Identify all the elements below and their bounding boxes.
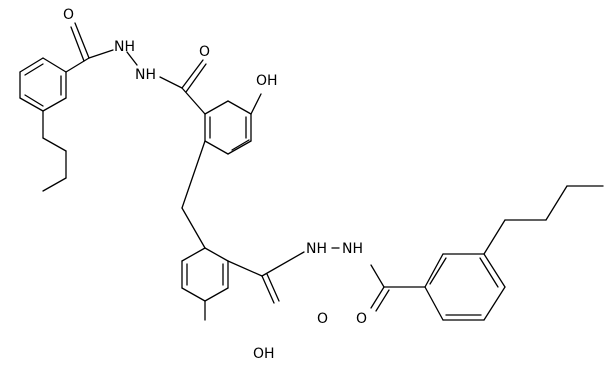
hydroxy-ring-upper — [204, 93, 262, 155]
oxygen-label-lower-right: O — [356, 311, 367, 327]
hydroxyl-label-upper: OH — [256, 73, 278, 89]
nh-label-mid-right: NH — [342, 241, 363, 257]
butyl-chain-lower-right — [483, 185, 604, 255]
carbonyl-top-left — [65, 22, 114, 73]
oxygen-label-lower-center: O — [317, 311, 328, 327]
nh-label-mid-left: NH — [306, 241, 327, 257]
oxygen-label-top: O — [63, 7, 74, 23]
oxygen-label-center-top: O — [199, 44, 210, 60]
methylene-bridge — [181, 140, 206, 249]
benzoyl-ring-lower-right — [424, 253, 506, 321]
carbonyl-lower-center — [261, 251, 305, 304]
hydroxy-ring-lower — [181, 247, 263, 321]
carbonyl-lower-right — [370, 264, 426, 312]
nh-label-top-right: NH — [135, 67, 156, 83]
nh-label-top-left: NH — [114, 39, 135, 55]
carbonyl-center-top — [181, 59, 207, 115]
benzoyl-ring-top-left — [19, 57, 67, 112]
hydroxyl-label-lower: OH — [253, 346, 275, 362]
hydrazide-link-top — [126, 51, 183, 89]
butyl-chain-top-left — [42, 110, 67, 192]
